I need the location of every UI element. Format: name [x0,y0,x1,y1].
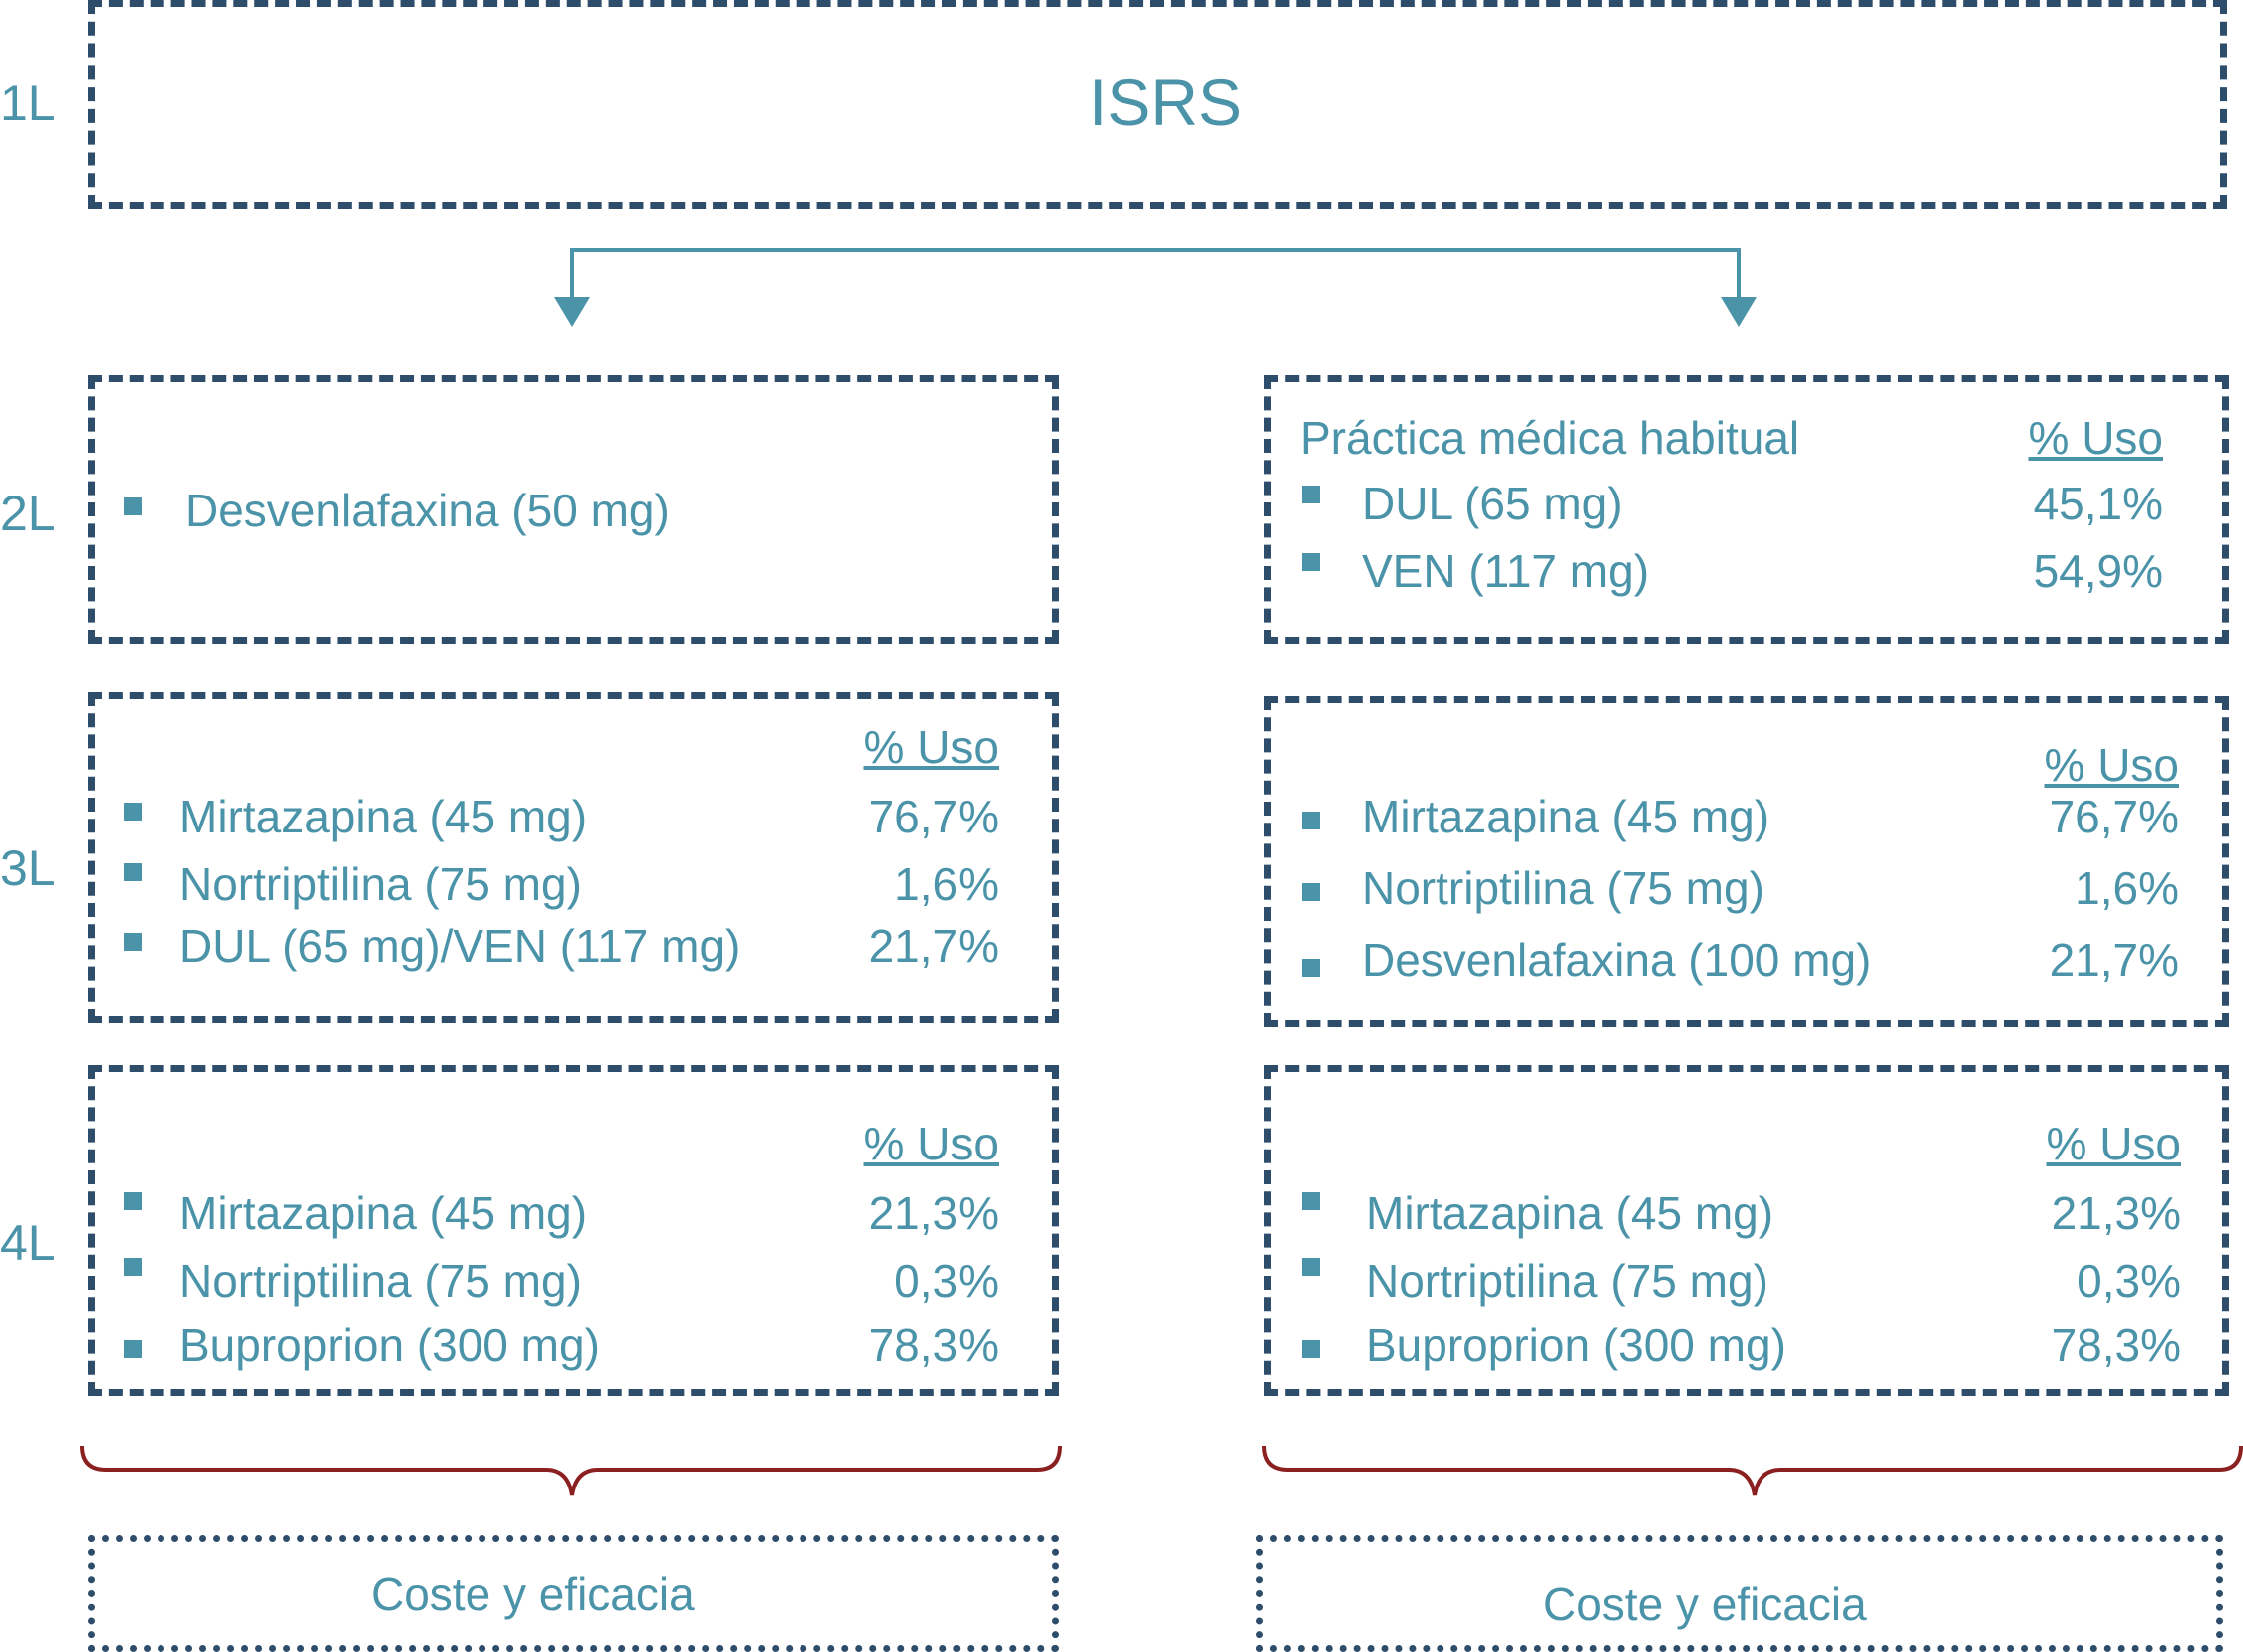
left-l4-row-pct: 78,3% [868,1319,999,1371]
bullet [1302,486,1320,503]
brace-left [80,1445,1062,1496]
isrs-box [88,0,2227,209]
left-l4-header: % Uso [863,1118,999,1169]
left-l4-row-label: Buproprion (300 mg) [179,1319,600,1371]
arrow-left-head [554,297,590,327]
left-l3-row-pct: 76,7% [868,791,999,842]
branch-line [570,248,1741,309]
left-footer-text: Coste y eficacia [371,1568,695,1620]
right-l2-title: Práctica médica habitual [1300,412,1800,464]
right-footer-text: Coste y eficacia [1543,1578,1867,1630]
left-l4-box [88,1065,1059,1396]
left-l2-item: Desvenlafaxina (50 mg) [185,485,670,536]
isrs-title: ISRS [1089,65,1243,139]
right-l2-row-label: VEN (117 mg) [1362,545,1650,597]
left-l4-row-label: Nortriptilina (75 mg) [179,1255,582,1307]
right-l4-row-pct: 78,3% [2051,1319,2181,1371]
right-l3-box [1264,696,2229,1027]
right-l2-row-pct: 54,9% [2033,545,2163,597]
bullet [1302,1192,1320,1210]
left-l4-row-pct: 0,3% [894,1255,999,1307]
right-l3-row-label: Mirtazapina (45 mg) [1362,791,1770,842]
right-l4-box [1264,1065,2229,1396]
bullet [1302,959,1320,977]
bullet [1302,1340,1320,1358]
left-l3-header: % Uso [863,721,999,773]
arrow-right-head [1721,297,1757,327]
right-l2-row-label: DUL (65 mg) [1362,478,1623,529]
right-l3-row-pct: 21,7% [2049,934,2179,986]
right-l2-header: % Uso [2028,412,2163,464]
level-label-2l: 2L [0,486,56,541]
right-l3-header: % Uso [2044,739,2179,791]
left-l3-row-pct: 21,7% [868,920,999,972]
left-l2-box [88,375,1059,644]
right-l3-row-pct: 1,6% [2075,862,2179,914]
right-l3-row-pct: 76,7% [2049,791,2179,842]
left-l3-box [88,692,1059,1023]
level-label-1l: 1L [0,75,56,131]
bullet [1302,812,1320,829]
left-l3-row-label: Nortriptilina (75 mg) [179,858,582,910]
bullet [1302,1258,1320,1276]
right-l4-header: % Uso [2046,1118,2181,1169]
bullet [1302,883,1320,901]
bullet [124,1258,142,1276]
level-label-3l: 3L [0,840,56,896]
bullet [124,1340,142,1358]
bullet [124,497,142,515]
right-l2-row-pct: 45,1% [2033,478,2163,529]
left-l4-row-label: Mirtazapina (45 mg) [179,1187,588,1239]
bullet [124,863,142,881]
right-l4-row-pct: 0,3% [2077,1255,2181,1307]
right-l3-row-label: Nortriptilina (75 mg) [1362,862,1764,914]
brace-right [1262,1445,2243,1496]
left-l3-row-label: DUL (65 mg)/VEN (117 mg) [179,920,741,972]
level-label-4l: 4L [0,1215,56,1271]
left-l4-row-pct: 21,3% [868,1187,999,1239]
bullet [124,803,142,821]
bullet [1302,553,1320,571]
right-l3-row-label: Desvenlafaxina (100 mg) [1362,934,1872,986]
left-l3-row-label: Mirtazapina (45 mg) [179,791,588,842]
right-l4-row-pct: 21,3% [2051,1187,2181,1239]
left-l3-row-pct: 1,6% [894,858,999,910]
right-l4-row-label: Nortriptilina (75 mg) [1366,1255,1768,1307]
bullet [124,1192,142,1210]
right-l4-row-label: Mirtazapina (45 mg) [1366,1187,1774,1239]
bullet [124,933,142,951]
right-footer-box [1256,1535,2223,1652]
right-l4-row-label: Buproprion (300 mg) [1366,1319,1786,1371]
right-l2-box [1264,375,2229,644]
left-footer-box [88,1535,1059,1652]
